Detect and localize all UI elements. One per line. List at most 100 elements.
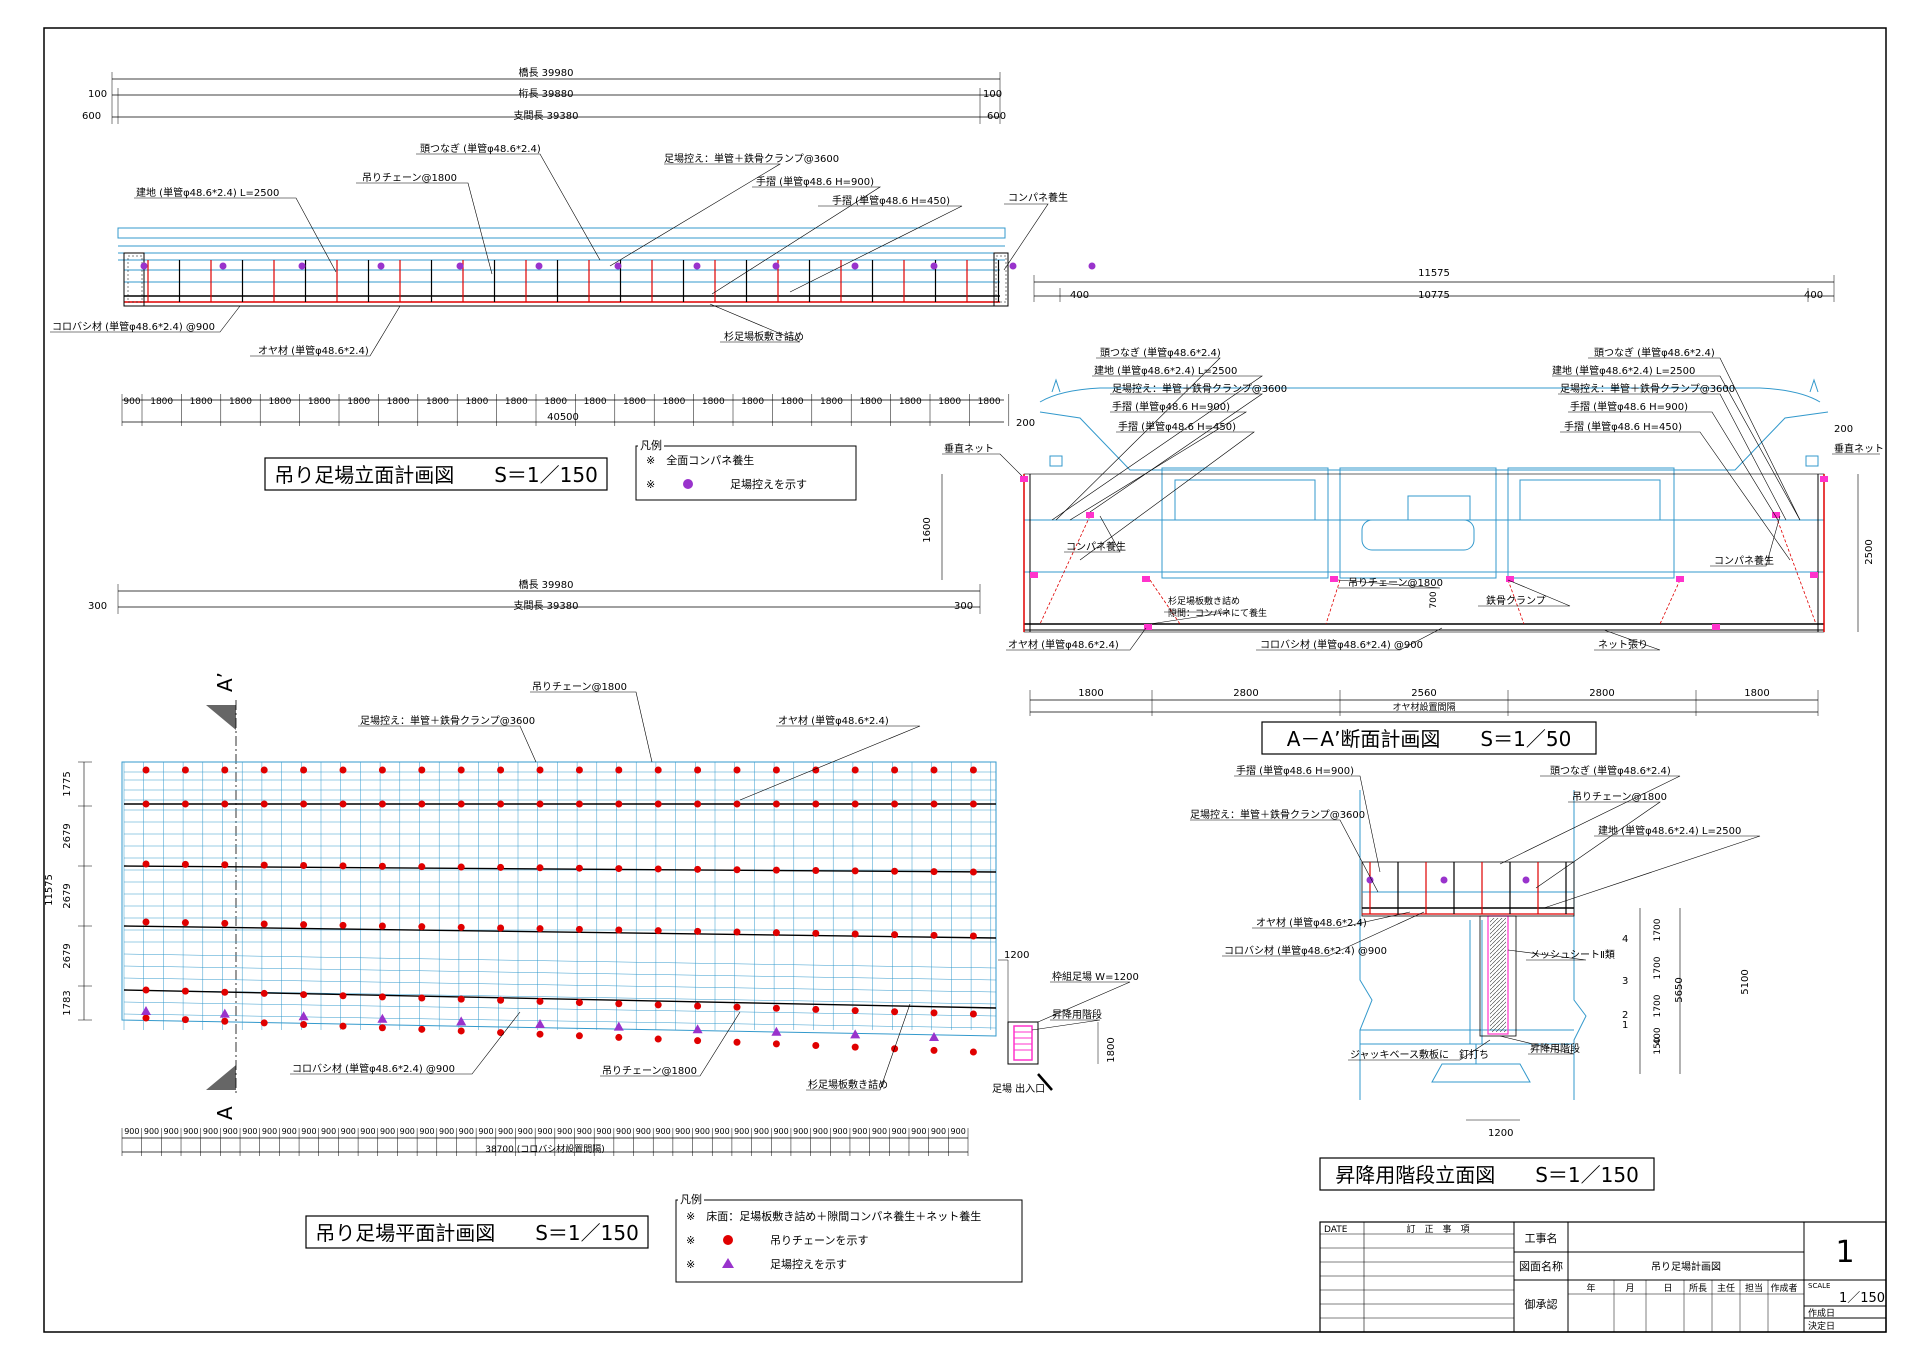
plan-dim-value: 900: [655, 1127, 670, 1136]
sec-dim-value: 2800: [1233, 688, 1258, 699]
plan-chain-dot: [654, 1001, 662, 1009]
plan-chain-dot: [260, 1019, 268, 1027]
plan-chain-dot: [851, 766, 859, 774]
plan-chain-dot: [300, 991, 308, 999]
elev-brace-dot: [219, 262, 227, 270]
plan-dim-value: 900: [439, 1127, 454, 1136]
stair-label-jack: ジャッキベース敷板に 釘打ち: [1350, 1048, 1489, 1061]
plan-dim-value: 900: [577, 1127, 592, 1136]
plan-chain-dot: [812, 866, 820, 874]
plan-dim-value: 900: [459, 1127, 474, 1136]
elev-brace-dot: [1009, 262, 1017, 270]
legend-purple-dot-icon: [683, 479, 693, 489]
sec-label-hand900-r: 手摺 (単管φ48.6 H=900): [1570, 400, 1688, 413]
plan-chain-dot: [851, 867, 859, 875]
plan-chain-dot: [930, 1009, 938, 1017]
plan-dim-value: 900: [144, 1127, 159, 1136]
sec-dim-700: 700: [1429, 591, 1439, 608]
elev-dim-value: 1800: [544, 397, 567, 407]
stair-label-post: 建地 (単管φ48.6*2.4) L=2500: [1598, 824, 1741, 837]
elev-dim-value: 1800: [268, 397, 291, 407]
elev-brace-dot: [772, 262, 780, 270]
stair-dim-value: 1700: [1653, 994, 1663, 1017]
plan-chain-dot: [497, 766, 505, 774]
plan-chain-dot: [300, 921, 308, 929]
plan-chain-dot: [181, 800, 189, 808]
plan-chain-dot: [851, 1007, 859, 1015]
elev-total: 40500: [547, 412, 579, 423]
plan-dim-value: 900: [223, 1127, 238, 1136]
plan-grid-line: [123, 977, 997, 993]
sec-label-clamp: 鉄骨クランプ: [1486, 594, 1546, 607]
plan-dim-1800: 1800: [1106, 1037, 1117, 1062]
plan-dim-value: 900: [478, 1127, 493, 1136]
elev-dim-left-600: 600: [82, 111, 101, 122]
plan-chain-dot: [300, 862, 308, 870]
elev-dim-value: 1800: [387, 397, 410, 407]
plan-dim-value: 900: [773, 1127, 788, 1136]
plan-dim-value: 900: [498, 1127, 513, 1136]
elev-label-post: 建地 (単管φ48.6*2.4) L=2500: [136, 186, 279, 199]
sec-label-net-bottom: ネット張り: [1598, 639, 1648, 651]
sec-dim-value: 2560: [1411, 688, 1436, 699]
plan-grid-line: [123, 1013, 997, 1029]
plan-chain-dot: [575, 999, 583, 1007]
title-block: DATE 訂 正 事 項 工事名 図面名称 吊り足場計画図 御承認 年 月 日 …: [1319, 1221, 1887, 1333]
plan-chain-dot: [654, 927, 662, 935]
plan-chain-dot: [694, 800, 702, 808]
elev-dim-value: 1800: [781, 397, 804, 407]
plan-view: 橋長 39980 支間長 39380 300 300 A’ A 1200 180…: [44, 578, 1139, 1283]
plan-chain-dot: [694, 1002, 702, 1010]
stair-label-kashira: 頭つなぎ (単管φ48.6*2.4): [1550, 764, 1671, 777]
stair-level: 1: [1622, 1020, 1628, 1031]
plan-dim-value: 900: [282, 1127, 297, 1136]
plan-legend-row3: 足場控えを示す: [770, 1257, 847, 1271]
plan-legend-row1: ※ 床面：足場板敷き詰め＋隙間コンパネ養生＋ネット養生: [686, 1209, 981, 1223]
plan-chain-dot: [536, 997, 544, 1005]
plan-chain-dot: [181, 919, 189, 927]
section-mark-bottom-icon: [206, 1065, 236, 1090]
plan-chain-dot: [812, 929, 820, 937]
stair-brace-dot: [1366, 876, 1374, 884]
plan-section-mark-bottom: A: [213, 1106, 237, 1120]
sec-label-sugi1: 杉足場板敷き詰め: [1168, 595, 1240, 607]
stair-label-hand900: 手摺 (単管φ48.6 H=900): [1236, 764, 1354, 777]
plan-chain-dot: [694, 1037, 702, 1045]
plan-label-chain-bottom: 吊りチェーン@1800: [602, 1065, 697, 1077]
plan-grid-line: [123, 1001, 997, 1017]
sec-label-kashira-l: 頭つなぎ (単管φ48.6*2.4): [1100, 346, 1221, 359]
plan-chain-dot: [733, 766, 741, 774]
plan-chain-dot: [772, 766, 780, 774]
stair-brace-dot: [1522, 876, 1530, 884]
plan-chain-dot: [418, 863, 426, 871]
plan-dim-value: 900: [537, 1127, 552, 1136]
plan-chain-dot: [418, 766, 426, 774]
plan-chain-dot: [221, 1017, 229, 1025]
stair-dim-5650: 5650: [1674, 977, 1685, 1002]
plan-chain-dot: [457, 995, 465, 1003]
elev-dim-left-100: 100: [88, 89, 107, 100]
tb-created: 作成日: [1808, 1307, 1835, 1319]
plan-chain-dot: [930, 868, 938, 876]
plan-dim-value: 900: [695, 1127, 710, 1136]
tb-year: 年: [1586, 1282, 1595, 1294]
plan-chain-dot: [772, 1004, 780, 1012]
sec-label-net-r: 垂直ネット: [1834, 442, 1884, 455]
plan-dim-value: 900: [321, 1127, 336, 1136]
tb-scale-label: SCALE: [1808, 1282, 1830, 1290]
stair-label-chain: 吊りチェーン@1800: [1572, 791, 1667, 803]
plan-chain-dot: [221, 919, 229, 927]
plan-chain-dot: [457, 863, 465, 871]
elev-dim-value: 1800: [978, 397, 1001, 407]
plan-dim-value: 900: [301, 1127, 316, 1136]
sec-dim-200-r: 200: [1834, 424, 1853, 435]
elev-dim-value: 1800: [426, 397, 449, 407]
plan-chain-dot: [142, 860, 150, 868]
stair-view: 手摺 (単管φ48.6 H=900) 頭つなぎ (単管φ48.6*2.4) 吊り…: [1190, 764, 1761, 1191]
plan-dim-left-value: 2679: [62, 823, 73, 848]
plan-chain-dot: [733, 1038, 741, 1046]
plan-chain-dot: [969, 800, 977, 808]
plan-chain-dot: [181, 860, 189, 868]
plan-dim-value: 900: [911, 1127, 926, 1136]
sheet-border: [43, 27, 1887, 1333]
